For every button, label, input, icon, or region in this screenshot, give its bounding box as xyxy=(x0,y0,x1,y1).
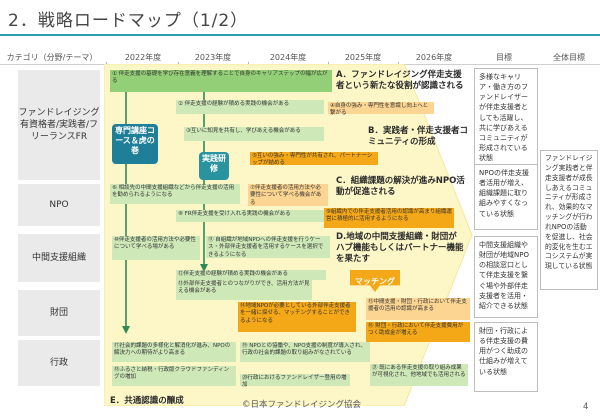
category-fr: ファンドレイジング有資格者/実践者/フリーランスFR xyxy=(18,70,100,180)
goal-intermediary: 中間支援組織や財団が地域NPOの相談窓口として伴走支援を繋ぐ場や外部伴走支援者を… xyxy=(474,236,538,318)
item-7: ⑦伴走支援者の活用方法や必要性について学べる機会がある xyxy=(248,184,328,206)
item-2: ② 伴走支援の経験が積める実践の機会がある xyxy=(176,100,324,114)
page-title: 2．戦略ロードマップ（1/2） xyxy=(8,11,249,31)
item-8: ⑧ FR伴走支援を受け入れる実践の機会がある xyxy=(176,210,326,222)
item-10: ⑩伴走支援者の活用方法や必要性について学べる場がある xyxy=(112,236,200,260)
item-4: ④自身の強み・専門性を意識し向上へと繋がる xyxy=(328,102,434,116)
category-intermediary: 中間支援組織 xyxy=(18,234,100,282)
heading-d: D.地域の中間支援組織・財団がハブ機能もしくはパートナー機能を果たす xyxy=(336,232,464,265)
goal-fr: 多様なキャリア・働き方のファンドレイザーが伴走支援者としても活躍し、共に学びあえ… xyxy=(474,68,538,172)
item-15: ⑮中間支援・財団・行政において伴走支援者の活用の認識が高まる xyxy=(366,298,470,320)
col-header-2026: 2026年度 xyxy=(415,53,453,62)
col-header-2022: 2022年度 xyxy=(124,53,162,62)
practice-box: 実践研修 xyxy=(199,152,229,180)
col-header-overall-goal: 全体目標 xyxy=(553,53,585,62)
goal-npo: NPOの伴走支援者活用が増え、組織課題に取り組みやすくなっている状態 xyxy=(474,164,538,230)
footer-copyright: ©日本ファンドレイジング協会 xyxy=(242,400,362,410)
col-header-goal: 目標 xyxy=(496,53,512,62)
item-17: ⑰社会的課題の多様化と解消化が進み、NPOの解決力への期待がより高まる xyxy=(112,342,236,362)
item-21: ㉑ 既にある伴走支援の取り組み成果が可視化され、他地域でも活用される xyxy=(370,364,468,386)
item-5: ⑤互いの強み・専門性が共有され、パートナーシップが結める xyxy=(250,152,378,166)
item-1: ① 伴走支援の基礎を学び存在意義を理解することで自身のキャリアステップの幅が広が… xyxy=(110,70,332,92)
item-18: ⑱ふるさと納税・行政版クラウドファンディングの増加 xyxy=(112,366,236,386)
item-19: ⑲ NPOとの協働や、NPO支援の制度が導入され、行政の社会的課題の取り組みがな… xyxy=(240,342,370,362)
col-header-2023: 2023年度 xyxy=(194,53,232,62)
item-16: ⑯ 財団・行政において伴走支援費用がつく助成金が増える xyxy=(366,322,470,342)
item-12: ⑫伴走支援の経験が積める実践の機会がある xyxy=(176,270,326,280)
col-header-category: カテゴリ（分野/テーマ） xyxy=(6,53,98,62)
item-11: ⑪ 自組織が地域NPOへの伴走支援を行うケース・外部伴走支援者を活用するケースを… xyxy=(206,236,330,258)
overall-goal: ファンドレイジング実践者と伴走支援者が成長しあえるコミュニティが形成され、効果的… xyxy=(540,150,598,290)
item-14: ⑭地域NPOが必要としている外部伴走支援者を一緒に探せる、マッチングすることがで… xyxy=(238,302,356,332)
category-npo: NPO xyxy=(18,184,100,226)
category-foundation: 財団 xyxy=(18,290,100,336)
heading-a: A．ファンドレイジング伴走支援者という新たな役割が認識される xyxy=(336,70,464,92)
page-number: 4 xyxy=(583,402,589,412)
heading-c: C．組織課題の解決が進みNPO活動が促進される xyxy=(336,176,465,198)
item-20: ⑳行政におけるファンドレイザー登用の増加 xyxy=(240,374,350,388)
col-header-2025: 2025年度 xyxy=(344,53,382,62)
category-government: 行政 xyxy=(18,340,100,386)
course-box: 専門講座コース＆虎の巻 xyxy=(112,124,158,164)
goal-foundation-government: 財団・行政による伴走支援の費用がつく助成の仕組みが増えている状態 xyxy=(474,322,538,392)
item-9: ⑨組織内での伴走支援者活用の認識が高まり組織運営に積極的に活用するようになる xyxy=(324,208,454,228)
item-6: ⑥ 相談先の中間支援組織などから伴走支援の活用を勧められるようになる xyxy=(110,184,240,204)
heading-b: B．実践者・伴走支援者コミュニティの形成 xyxy=(368,126,468,148)
item-3: ③互いに知見を共有し、学びあえる機会がある xyxy=(184,127,324,141)
heading-e: E．共通認識の醸成 xyxy=(110,396,184,406)
item-13: ⑬外部伴走支援者とのつながりができ、活用方法が見える機会がある xyxy=(176,280,312,300)
col-header-2024: 2024年度 xyxy=(269,53,307,62)
title-underline xyxy=(0,34,600,36)
